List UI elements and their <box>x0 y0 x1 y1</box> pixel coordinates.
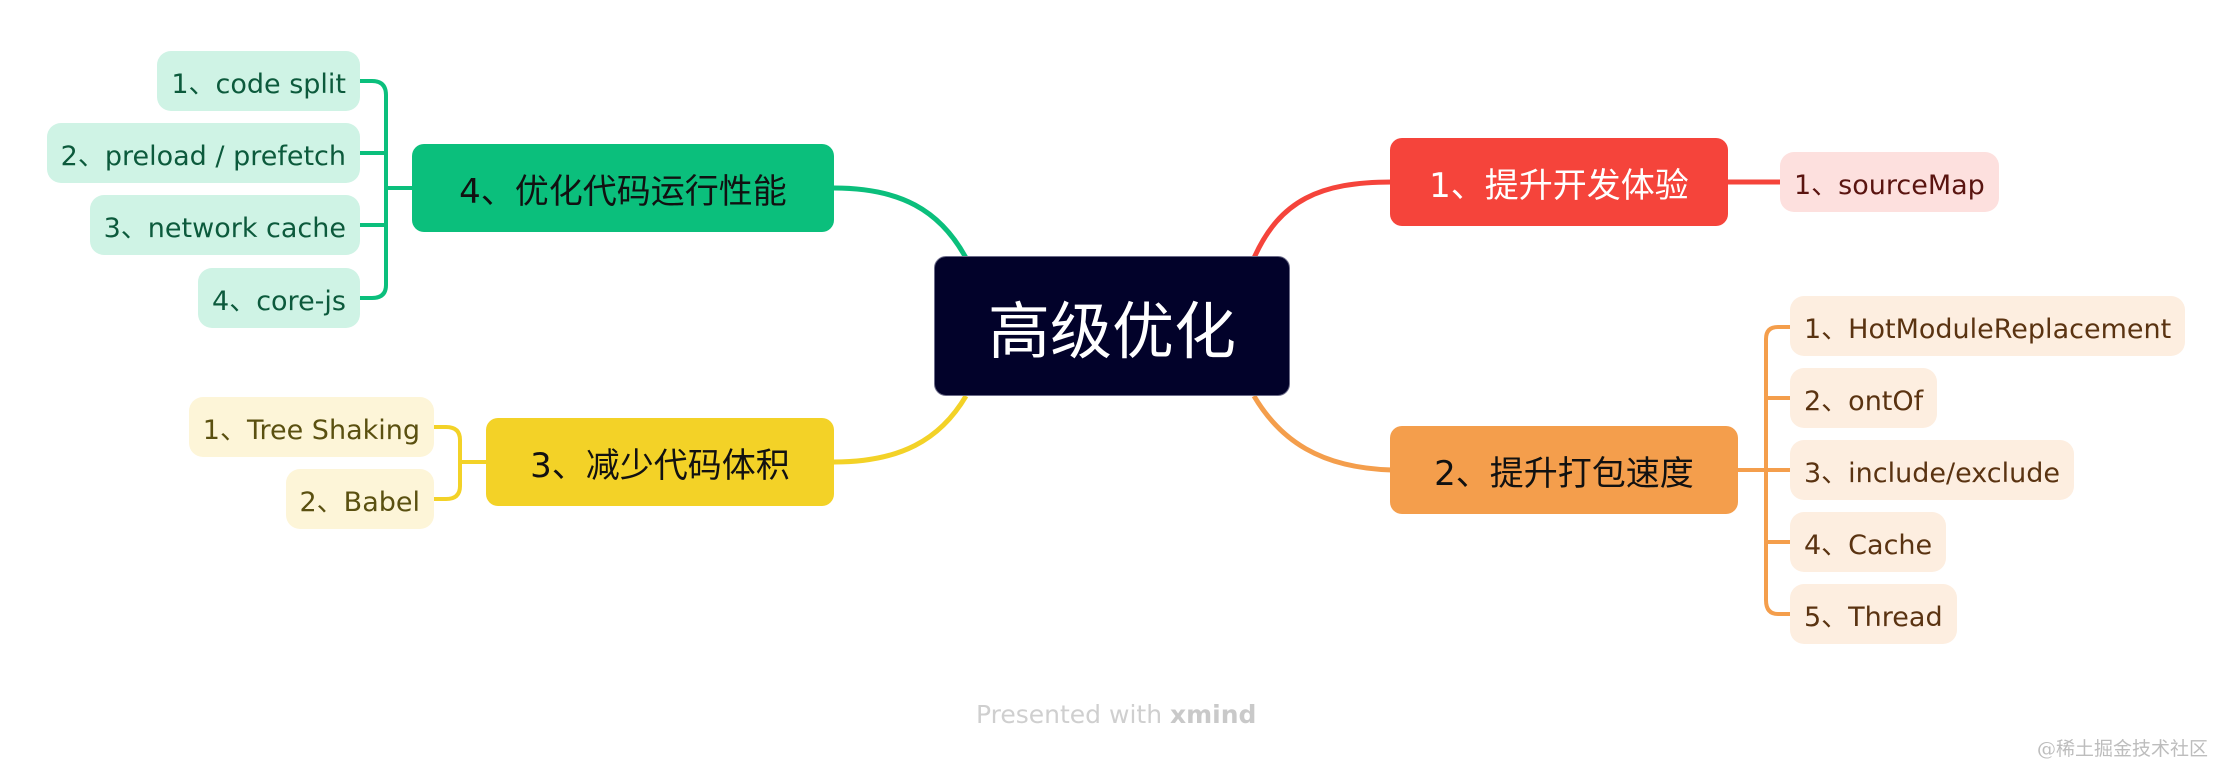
leaf-topic-label: 4、core-js <box>212 285 346 317</box>
central-topic[interactable]: 高级优化 <box>934 256 1290 396</box>
xmind-brand: xmind <box>1170 700 1257 729</box>
leaf-topic-4-4[interactable]: 4、core-js <box>198 268 360 328</box>
leaf-topic-4-2[interactable]: 2、preload / prefetch <box>46 123 360 183</box>
leaf-topic-label: 1、sourceMap <box>1794 169 1985 201</box>
leaf-topic-label: 1、code split <box>171 68 346 100</box>
connector-leaf-3-bracket <box>434 425 486 501</box>
leaf-topic-2-4[interactable]: 4、Cache <box>1790 512 1947 572</box>
leaf-topic-label: 4、Cache <box>1804 529 1933 561</box>
leaf-topic-label: 2、ontOf <box>1804 385 1924 417</box>
leaf-topic-label: 3、network cache <box>103 212 346 244</box>
branch-topic-3[interactable]: 3、减少代码体积 <box>486 418 834 506</box>
leaf-topic-label: 2、Babel <box>299 486 421 518</box>
leaf-topic-1-1[interactable]: 1、sourceMap <box>1780 152 1999 212</box>
watermark: @稀土掘金技术社区 <box>2036 738 2208 760</box>
leaf-topic-3-1[interactable]: 1、Tree Shaking <box>188 397 434 457</box>
branch-topic-4-label: 4、优化代码运行性能 <box>459 171 787 212</box>
leaf-topic-label: 5、Thread <box>1804 601 1943 633</box>
connector-branch-2 <box>1251 394 1393 473</box>
leaf-topic-label: 1、Tree Shaking <box>202 414 420 446</box>
branch-topic-1-label: 1、提升开发体验 <box>1429 165 1689 206</box>
branch-topic-1[interactable]: 1、提升开发体验 <box>1390 138 1728 226</box>
connector-branch-4 <box>833 185 969 260</box>
leaf-topic-2-2[interactable]: 2、ontOf <box>1790 368 1938 428</box>
leaf-topic-4-3[interactable]: 3、network cache <box>89 195 360 255</box>
leaf-topic-label: 3、include/exclude <box>1804 457 2060 489</box>
branch-topic-3-label: 3、减少代码体积 <box>530 445 790 486</box>
connector-leaf-4-bracket <box>360 79 412 300</box>
connector-leaf-2-bracket <box>1738 325 1790 616</box>
leaf-topic-label: 2、preload / prefetch <box>60 140 346 172</box>
presented-with-text: Presented with <box>976 700 1163 729</box>
connector-branch-3 <box>833 394 969 465</box>
branch-topic-2-label: 2、提升打包速度 <box>1434 453 1694 494</box>
presented-with-xmind: Presented with xmind <box>976 700 1256 729</box>
leaf-topic-4-1[interactable]: 1、code split <box>157 51 360 111</box>
leaf-topic-2-5[interactable]: 5、Thread <box>1790 584 1957 644</box>
leaf-topic-2-3[interactable]: 3、include/exclude <box>1790 440 2074 500</box>
branch-topic-2[interactable]: 2、提升打包速度 <box>1390 426 1738 514</box>
central-topic-label: 高级优化 <box>987 295 1236 368</box>
leaf-topic-2-1[interactable]: 1、HotModuleReplacement <box>1790 296 2186 356</box>
connector-branch-1 <box>1251 179 1393 260</box>
leaf-topic-label: 1、HotModuleReplacement <box>1804 313 2172 345</box>
leaf-topic-3-2[interactable]: 2、Babel <box>285 469 434 529</box>
branch-topic-4[interactable]: 4、优化代码运行性能 <box>412 144 834 232</box>
